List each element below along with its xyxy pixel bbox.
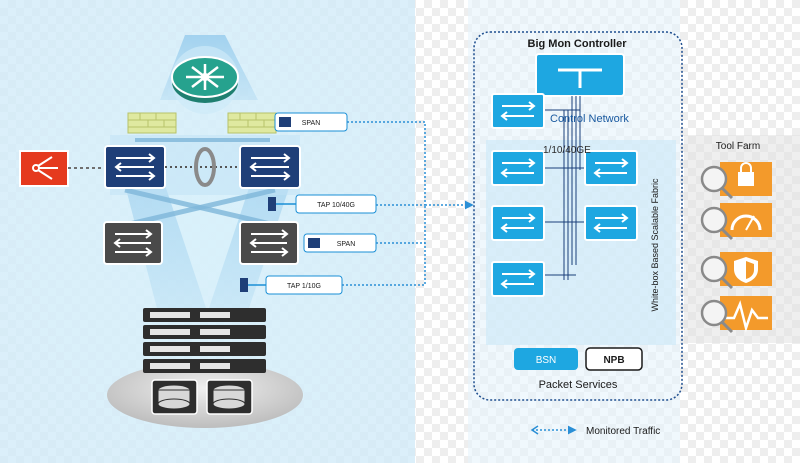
tool-farm-title: Tool Farm — [716, 141, 760, 152]
tap-10-40-label: TAP 10/40G — [317, 202, 355, 209]
control-network-lines — [544, 96, 585, 280]
tool-lock-icon — [700, 162, 772, 200]
firewall-left-icon — [127, 112, 177, 134]
tap-10-40-connector — [268, 194, 377, 214]
router-icon — [171, 46, 239, 114]
server-stack-icon — [107, 308, 303, 428]
red-device-icon — [19, 150, 69, 187]
fabric-switch-2-icon — [491, 150, 545, 186]
firewall-right-icon — [227, 112, 277, 134]
controller-device-icon — [535, 53, 625, 97]
span-top-label: SPAN — [302, 120, 321, 127]
bsn-label: BSN — [536, 355, 557, 366]
legend-monitored-traffic: Monitored Traffic — [586, 426, 660, 437]
tool-gauge-icon — [700, 203, 772, 241]
controller-boundary — [473, 31, 683, 401]
core-switch-left-icon — [104, 145, 166, 189]
tap-1-10-connector — [240, 275, 343, 295]
tap-1-10-label: TAP 1/10G — [287, 283, 321, 290]
npb-badge — [585, 347, 643, 371]
fabric-switch-6-icon — [491, 261, 545, 297]
tool-pulse-icon — [700, 296, 772, 334]
core-link-loop — [194, 147, 216, 187]
npb-label: NPB — [603, 355, 624, 366]
tool-shield-icon — [700, 252, 772, 290]
speed-label: 1/10/40GE — [543, 145, 591, 156]
control-network-label: Control Network — [550, 113, 629, 125]
bsn-badge — [514, 348, 578, 370]
controller-title: Big Mon Controller — [528, 38, 628, 50]
fabric-label: White-box Based Scalable Fabric — [650, 178, 660, 312]
access-switch-left-icon — [103, 221, 163, 265]
fabric-switch-4-icon — [491, 205, 545, 241]
fabric-switch-1-icon — [491, 93, 545, 129]
fabric-switch-5-icon — [584, 205, 638, 241]
monitored-traffic-lines — [342, 121, 474, 286]
legend-arrow-left-icon — [530, 425, 539, 435]
core-switch-right-icon — [239, 145, 301, 189]
packet-services-label: Packet Services — [539, 379, 618, 391]
link-cross-2 — [124, 187, 276, 228]
span-mid-label: SPAN — [337, 241, 356, 248]
access-switch-right-icon — [239, 221, 299, 265]
fabric-switch-3-icon — [584, 150, 638, 186]
